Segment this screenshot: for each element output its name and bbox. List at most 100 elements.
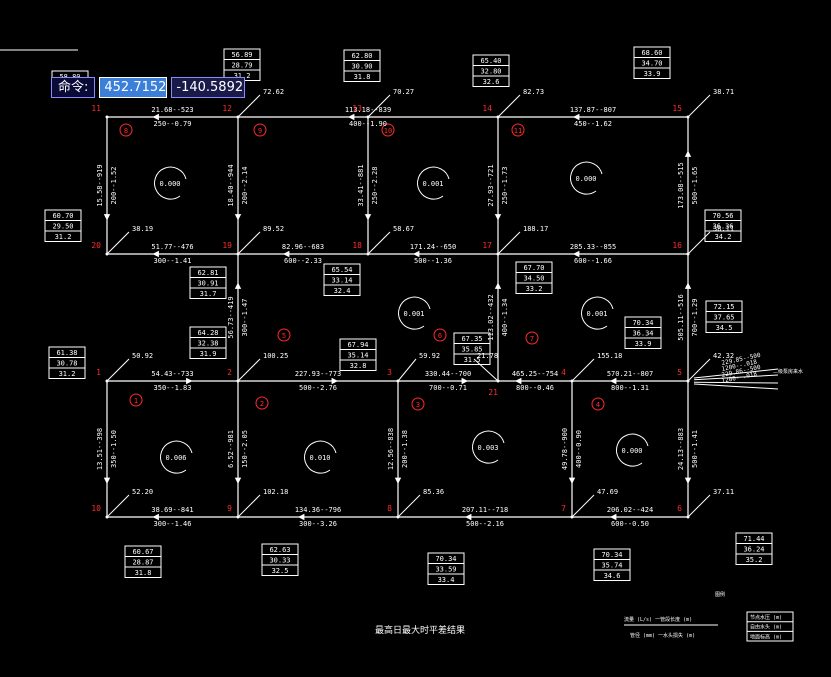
node-box-value: 70.34 xyxy=(435,555,456,563)
node-box-value: 30.78 xyxy=(56,360,77,368)
node-box-value: 30.91 xyxy=(197,280,218,288)
node-box-value: 33.2 xyxy=(526,285,543,293)
node-info-box xyxy=(624,316,662,349)
coordinate-x-input[interactable]: 452.7152 xyxy=(99,77,168,98)
coordinate-y-input[interactable]: -140.5892 xyxy=(171,77,246,98)
flow-arrow xyxy=(610,513,617,521)
node-id-label: 16 xyxy=(672,241,682,250)
node-box-value: 65.54 xyxy=(331,266,352,274)
demand-leader xyxy=(687,94,711,118)
demand-leader xyxy=(687,494,711,518)
node-box-value: 33.14 xyxy=(331,277,352,285)
loop-closure-label: 0.010 xyxy=(309,454,330,462)
node-box-value: 72.15 xyxy=(713,303,734,311)
node-demand-label: 38.11 xyxy=(713,225,734,233)
node-box-value: 71.44 xyxy=(743,535,764,543)
loop-id-circle xyxy=(277,328,291,342)
node-box-value: 56.89 xyxy=(231,51,252,59)
node-demand-label: 89.52 xyxy=(263,225,284,233)
demand-leader xyxy=(497,231,521,255)
pipe-flow-label: 38.69--841 xyxy=(151,506,193,514)
pipe-diameter-label: 400--1.34 xyxy=(501,299,509,337)
node-box-value: 60.70 xyxy=(52,212,73,220)
flow-arrow xyxy=(684,282,692,289)
loop-id-circle xyxy=(591,397,605,411)
node-box-value: 31.2 xyxy=(59,370,76,378)
loop-closure-label: 0.001 xyxy=(586,310,607,318)
node-id-label: 9 xyxy=(227,504,232,513)
node-id-label: 10 xyxy=(91,504,101,513)
node-box-value: 31.8 xyxy=(354,73,371,81)
flow-arrow xyxy=(461,377,468,385)
node-demand-label: 52.20 xyxy=(132,488,153,496)
loop-closure-label: 0.000 xyxy=(159,180,180,188)
node-demand-label: 21.78 xyxy=(477,352,498,360)
pipe-diameter-label: 250--1.73 xyxy=(501,167,509,205)
pipe-flow-label: 465.25--754 xyxy=(512,370,558,378)
node-box-value: 64.28 xyxy=(197,329,218,337)
node-id-label: 8 xyxy=(387,504,392,513)
flow-arrow xyxy=(331,377,338,385)
pipe-diameter-label: 450--1.62 xyxy=(574,120,612,128)
flow-arrow xyxy=(684,150,692,157)
diagram-title: 最高日最大时平差结果 xyxy=(375,624,465,636)
inflow-source-label: 二级泵房来水 xyxy=(773,368,803,375)
pipe-flow-label: 285.33--855 xyxy=(570,243,616,251)
pipe-diameter-label: 800--0.46 xyxy=(516,384,554,392)
demand-leader xyxy=(397,358,417,382)
node-box-value: 34.50 xyxy=(523,275,544,283)
pipe-flow-label: 330.44--700 xyxy=(425,370,471,378)
node-info-box xyxy=(453,332,491,365)
pipe-diameter-label: 600--2.33 xyxy=(284,257,322,265)
loop-id-label: 3 xyxy=(416,401,420,409)
node-info-box xyxy=(472,54,510,87)
node-box-value: 34.5 xyxy=(716,324,733,332)
node-box-value: 31.7 xyxy=(200,290,217,298)
node-box-value: 60.67 xyxy=(132,548,153,556)
pipe-flow-label: 12.56--838 xyxy=(387,428,395,470)
loop-id-label: 9 xyxy=(258,127,262,135)
loop-id-label: 6 xyxy=(438,332,442,340)
pipe-diameter-label: 600--0.50 xyxy=(611,520,649,528)
node-info-box xyxy=(633,46,671,79)
loop-direction-arc xyxy=(570,161,603,195)
flow-arrow xyxy=(413,250,420,258)
flow-arrow xyxy=(465,513,472,521)
command-label: 命令: xyxy=(51,77,96,98)
demand-leader xyxy=(237,494,261,518)
pipe-flow-label: 27.93--721 xyxy=(487,164,495,206)
pipe-flow-label: 33.41--881 xyxy=(357,164,365,206)
node-box-value: 67.94 xyxy=(347,341,368,349)
pipe-diameter-label: 500--2.16 xyxy=(466,520,504,528)
node-box-value: 37.65 xyxy=(713,314,734,322)
flow-arrow xyxy=(298,513,305,521)
node-demand-label: 37.11 xyxy=(713,488,734,496)
flow-arrow xyxy=(348,113,355,121)
node-info-box xyxy=(124,545,162,578)
node-box-value: 35.85 xyxy=(461,346,482,354)
flow-arrow xyxy=(152,513,159,521)
pipe-diameter-label: 500--1.65 xyxy=(691,167,699,205)
node-demand-label: 70.27 xyxy=(393,88,414,96)
node-info-box xyxy=(515,261,553,294)
pipe-flow-label: 171.24--650 xyxy=(410,243,456,251)
node-id-label: 17 xyxy=(482,241,492,250)
node-demand-label: 188.17 xyxy=(523,225,548,233)
node-demand-label: 100.25 xyxy=(263,352,288,360)
node-info-box xyxy=(323,263,361,296)
node-box-value: 30.33 xyxy=(269,557,290,565)
node-box-value: 62.81 xyxy=(197,269,218,277)
loop-direction-arc xyxy=(472,430,505,464)
node-box-value: 30.90 xyxy=(351,63,372,71)
demand-leader xyxy=(397,494,421,518)
node-box-value: 62.63 xyxy=(269,546,290,554)
node-demand-label: 38.19 xyxy=(132,225,153,233)
pipe-diameter-label: 300--1.47 xyxy=(241,299,249,337)
node-box-value: 31.2 xyxy=(234,72,251,80)
node-box-value: 61.38 xyxy=(56,349,77,357)
node-id-label: 15 xyxy=(672,104,682,113)
flow-arrow xyxy=(234,282,242,289)
node-demand-label: 59.92 xyxy=(419,352,440,360)
demand-leader xyxy=(687,358,711,382)
